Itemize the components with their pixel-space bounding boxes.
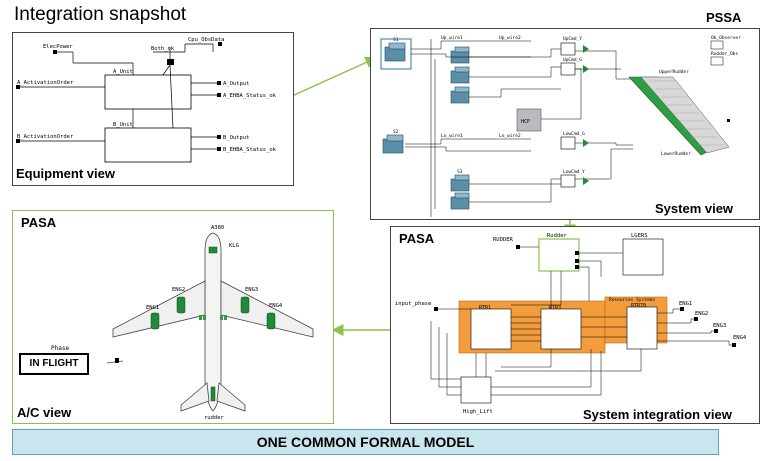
int-rudder-in: RUDDER	[493, 237, 514, 243]
node-lo-wire1: Lo_wire1	[441, 133, 463, 139]
label-b-unit: B_Unit	[113, 122, 133, 128]
node-ok-observer: Ok_Observer	[711, 35, 741, 41]
integration-view-label: System integration view	[583, 407, 732, 422]
ac-eng4-label: ENG4	[269, 303, 283, 309]
ac-eng1-label: ENG1	[146, 305, 159, 311]
int-eng1: ENG1	[679, 301, 692, 307]
engine-4-icon	[266, 312, 276, 330]
label-a-activation: A_ActivationOrder	[17, 80, 74, 86]
engine-3-icon	[240, 296, 250, 314]
int-rtr1: RTR1	[479, 305, 491, 311]
int-eng2: ENG2	[695, 311, 708, 317]
phase-caption: Phase	[51, 345, 70, 352]
int-eng3: ENG3	[713, 323, 726, 329]
label-b-output: B_Output	[223, 135, 250, 141]
int-lgers: LGERS	[631, 233, 648, 239]
ac-eng3-label: ENG3	[245, 287, 258, 293]
equipment-view-panel: ElecPower Cpu_ObsData Both_ok A_Activati…	[12, 32, 294, 186]
page-title: Integration snapshot	[14, 4, 187, 25]
node-lower-rudder: LowerRudder	[661, 151, 691, 157]
label-both-ok: Both_ok	[151, 46, 175, 52]
pump-up1	[450, 46, 470, 210]
label-b-status: B_EHBA_Status_ok	[223, 147, 277, 153]
label-b-activation: B_ActivationOrder	[17, 134, 74, 140]
node-hcp: HCP	[521, 119, 530, 125]
rudder-icon	[210, 386, 216, 402]
ac-klg-label: KLG	[229, 243, 239, 249]
engine-2-icon	[176, 296, 186, 314]
node-up-cmd-y: UpCmd_Y	[563, 36, 582, 42]
node-rudder-obs: Rudder_Obs	[711, 51, 738, 57]
integration-pasa-label: PASA	[399, 231, 435, 246]
label-cpu-obs: Cpu_ObsData	[188, 37, 224, 43]
equipment-view-label: Equipment view	[16, 166, 115, 181]
label-elec-power: ElecPower	[43, 44, 73, 50]
node-lo-cmd-g: LowCmd_G	[563, 131, 585, 137]
pssa-label: PSSA	[706, 10, 742, 25]
node-up-wire1: Up_wire1	[441, 35, 463, 41]
phase-display: IN FLIGHT	[19, 353, 89, 375]
ac-view-panel: PASA A380 KLG ENG1 ENG2 ENG3 ENG4	[12, 210, 334, 424]
label-a-status: A_EHBA_Status_ok	[223, 93, 277, 99]
label-a-output: A_Output	[223, 81, 250, 87]
ac-pasa-label: PASA	[21, 215, 57, 230]
node-s3: S3	[457, 169, 463, 175]
node-s1: S1	[393, 37, 399, 43]
aircraft-diagram: A380 KLG ENG1 ENG2 ENG3 ENG4 rudder	[106, 225, 314, 421]
ac-eng2-label: ENG2	[172, 287, 185, 293]
ac-view-label: A/C view	[17, 405, 72, 420]
node-lo-cmd-y: LowCmd_Y	[563, 169, 585, 175]
pump-s1	[380, 38, 412, 70]
system-diagram: HCP	[380, 35, 741, 217]
ac-rudder-label: rudder	[204, 415, 225, 421]
int-rudder-box: Rudder	[547, 233, 568, 239]
pump-s2	[382, 134, 404, 154]
label-a-unit: A_Unit	[113, 69, 133, 75]
integration-view-panel: PASA	[390, 226, 760, 424]
int-high-lift: High_Lift	[463, 409, 493, 415]
equipment-to-system-arrow	[291, 56, 378, 97]
ac-model-label: A380	[211, 225, 224, 231]
int-input-phase: input_phase	[395, 301, 431, 307]
equipment-diagram: ElecPower Cpu_ObsData Both_ok A_Activati…	[16, 37, 277, 163]
model-banner: ONE COMMON FORMAL MODEL	[12, 429, 719, 455]
node-lo-wire2: Lo_wire2	[499, 133, 521, 139]
int-rtr3: RTR70	[631, 303, 646, 309]
integration-diagram: RUDDER Rudder LGERS input_phase RTR1 RTR…	[395, 233, 747, 415]
int-rtr2: RTR3	[549, 305, 561, 311]
engine-1-icon	[150, 312, 160, 330]
node-s2: S2	[393, 129, 399, 135]
node-up-wire2: Up_wire2	[499, 35, 521, 41]
node-upper-rudder: UpperRudder	[659, 69, 689, 75]
node-up-cmd-g: UpCmd_G	[563, 57, 582, 63]
int-eng4: ENG4	[733, 335, 747, 341]
int-resources: Resources Systems	[609, 297, 655, 303]
system-view-label: System view	[655, 201, 734, 216]
system-view-panel: HCP	[370, 28, 760, 220]
